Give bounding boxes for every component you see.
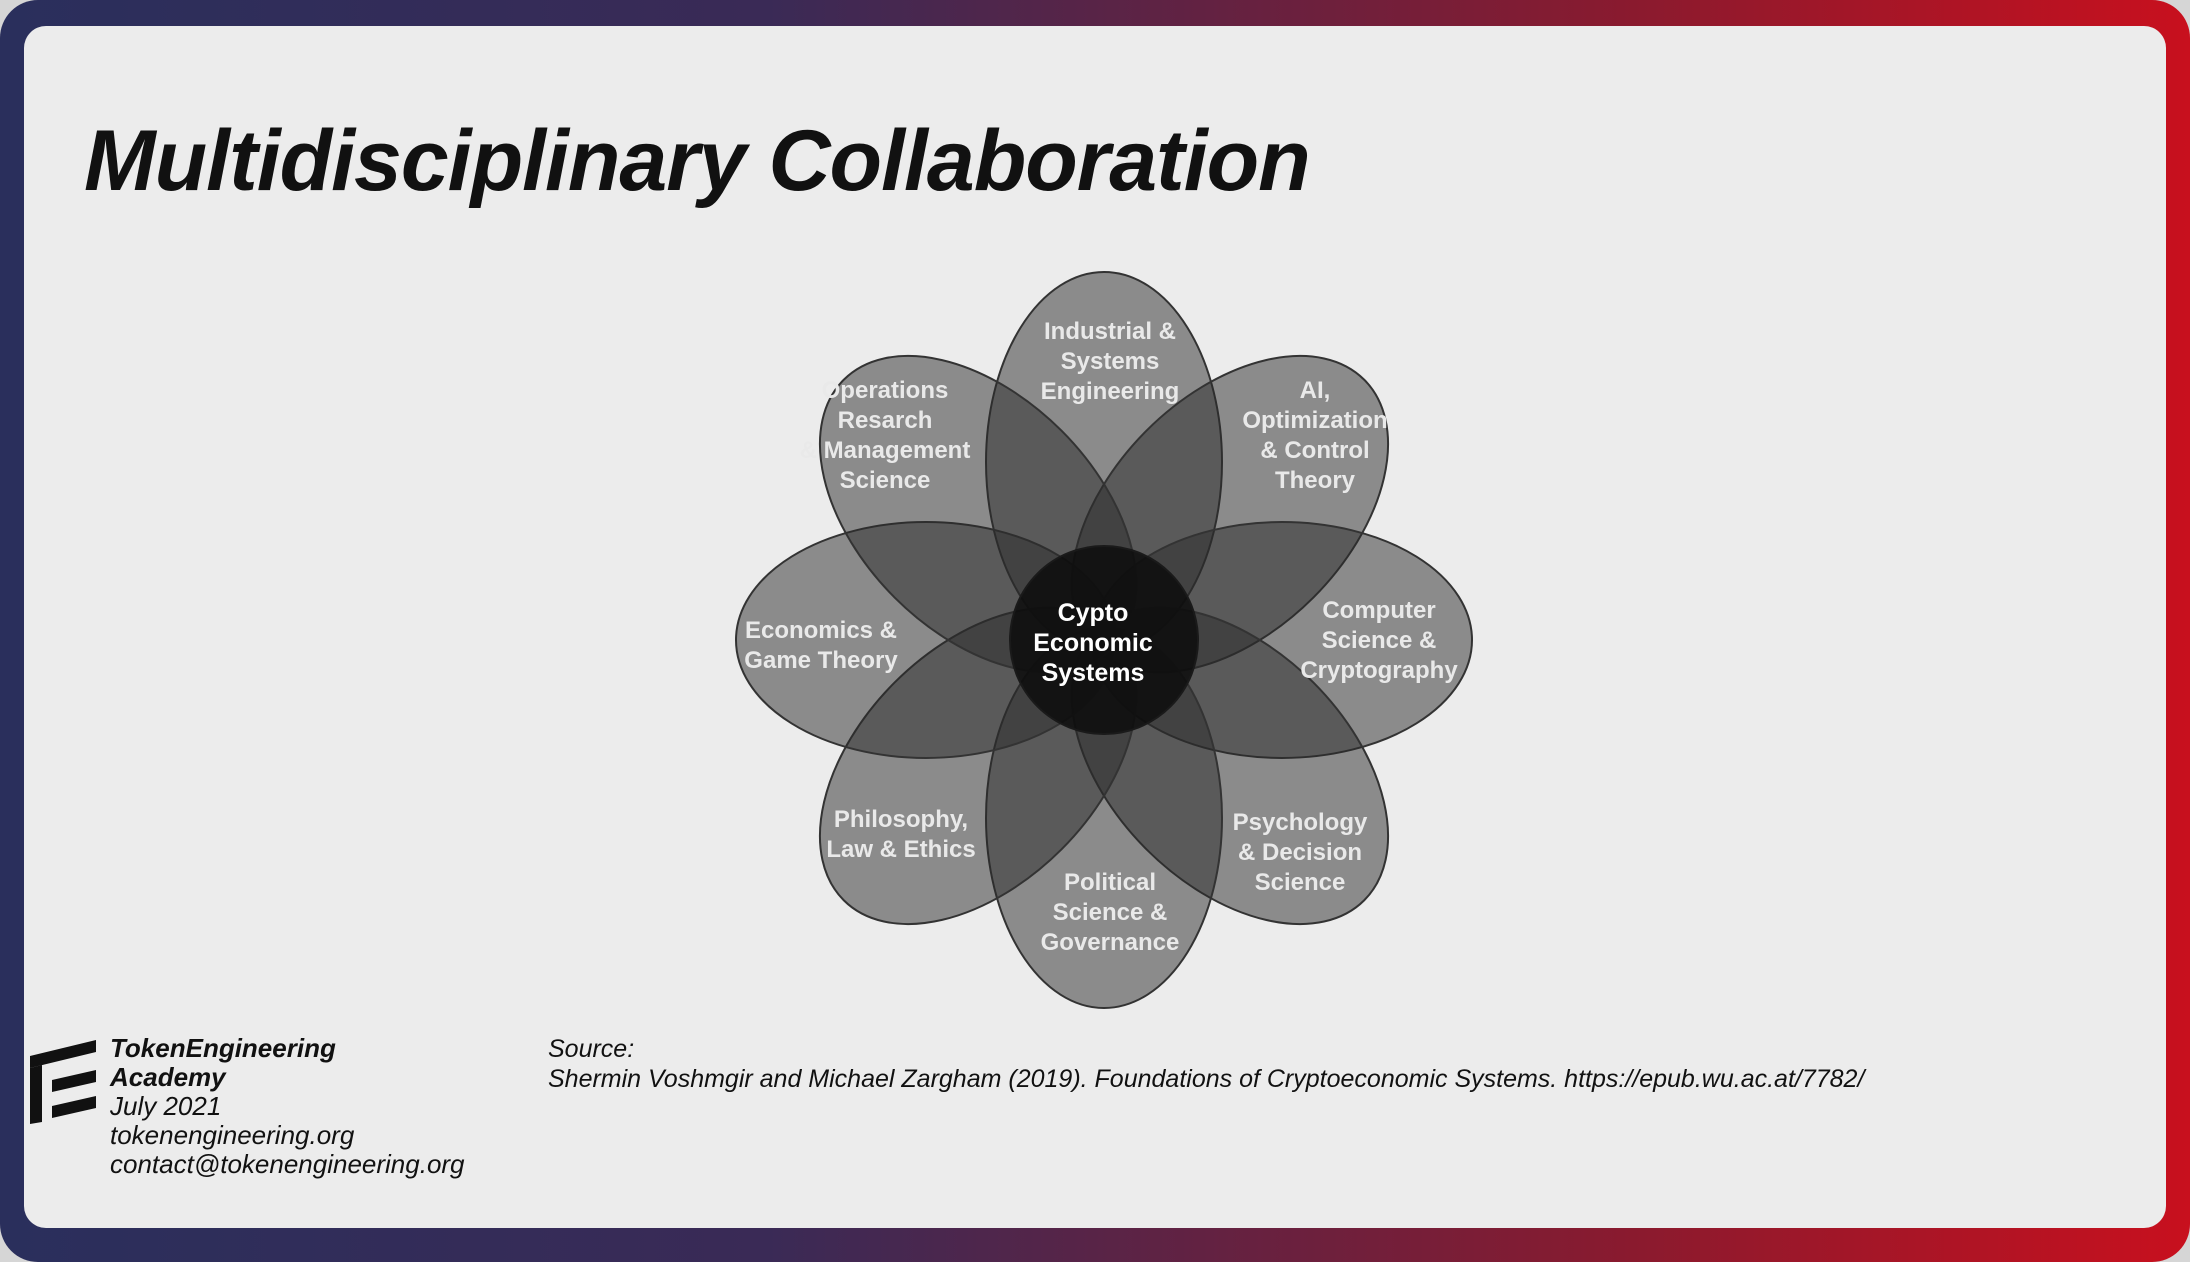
org-name-line1: TokenEngineering xyxy=(110,1033,336,1063)
org-website: tokenengineering.org xyxy=(110,1120,355,1150)
flower-venn-diagram: Industrial & Systems Engineering AI, Opt… xyxy=(704,236,1504,1036)
source-citation: Source: Shermin Voshmgir and Michael Zar… xyxy=(548,1034,1864,1094)
petal-label-ai: AI, Optimization & Control Theory xyxy=(1242,377,1388,494)
source-text: Shermin Voshmgir and Michael Zargham (20… xyxy=(548,1065,1865,1093)
org-name-line2: Academy xyxy=(110,1062,226,1092)
slide: Multidisciplinary Collaboration Industri… xyxy=(24,26,2166,1228)
petal-label-economics: Economics & Game Theory xyxy=(744,617,898,674)
center-circle xyxy=(1009,545,1199,735)
tokenengineering-logo-icon xyxy=(30,1040,96,1124)
petal-label-philosophy: Philosophy, Law & Ethics xyxy=(826,806,976,863)
flower-venn-svg xyxy=(735,271,1473,1009)
org-email: contact@tokenengineering.org xyxy=(110,1149,465,1179)
petal-label-political: Political Science & Governance xyxy=(1040,869,1180,956)
organization-info: TokenEngineering Academy July 2021 token… xyxy=(110,1034,465,1179)
petals-group xyxy=(735,271,1473,1009)
presentation-date: July 2021 xyxy=(110,1091,222,1121)
petal-label-computer: Computer Science & Cryptography xyxy=(1300,597,1458,684)
center-label: Cypto Economic Systems xyxy=(1033,599,1153,687)
slide-title: Multidisciplinary Collaboration xyxy=(84,113,1311,209)
petal-label-operations: Operations Resarch & Management Science xyxy=(799,377,971,494)
petal-label-psychology: Psychology & Decision Science xyxy=(1232,809,1368,896)
source-label: Source: xyxy=(548,1035,635,1063)
petal-label-industrial: Industrial & Systems Engineering xyxy=(1040,318,1180,405)
